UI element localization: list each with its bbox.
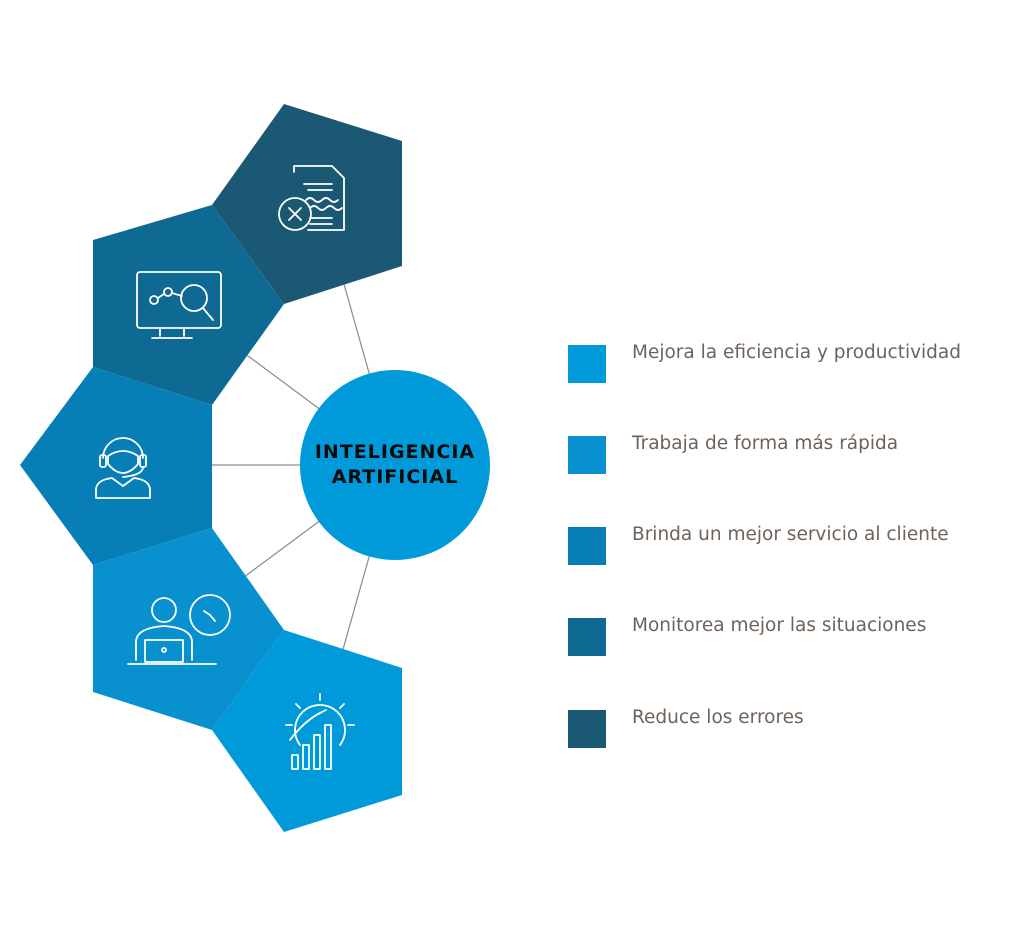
legend-swatch (568, 710, 606, 748)
legend-swatch (568, 527, 606, 565)
legend-label: Monitorea mejor las situaciones (632, 615, 927, 636)
gear-growth-chart-icon (285, 693, 355, 770)
center-circle (300, 370, 490, 560)
legend-label: Trabaja de forma más rápida (632, 433, 899, 454)
document-error-icon (278, 165, 345, 231)
customer-service-headset-icon (95, 437, 151, 499)
legend-swatch (568, 436, 606, 474)
segment-monitor (93, 205, 284, 405)
monitor-analytics-icon (136, 271, 222, 339)
segment-efficiency (212, 630, 402, 832)
legend-label: Brinda un mejor servicio al cliente (632, 524, 949, 545)
legend-label: Mejora la eficiencia y productividad (632, 342, 961, 363)
center-title-line2: ARTIFICIAL (331, 466, 459, 488)
legend-label: Reduce los errores (632, 707, 804, 728)
center-title: INTELIGENCIA ARTIFICIAL (300, 440, 490, 490)
legend-swatch (568, 345, 606, 383)
legend-swatch (568, 618, 606, 656)
segment-customer-service (20, 367, 212, 565)
person-laptop-clock-icon (127, 594, 231, 665)
segment-speed (93, 528, 284, 730)
center-title-line1: INTELIGENCIA (314, 441, 476, 463)
